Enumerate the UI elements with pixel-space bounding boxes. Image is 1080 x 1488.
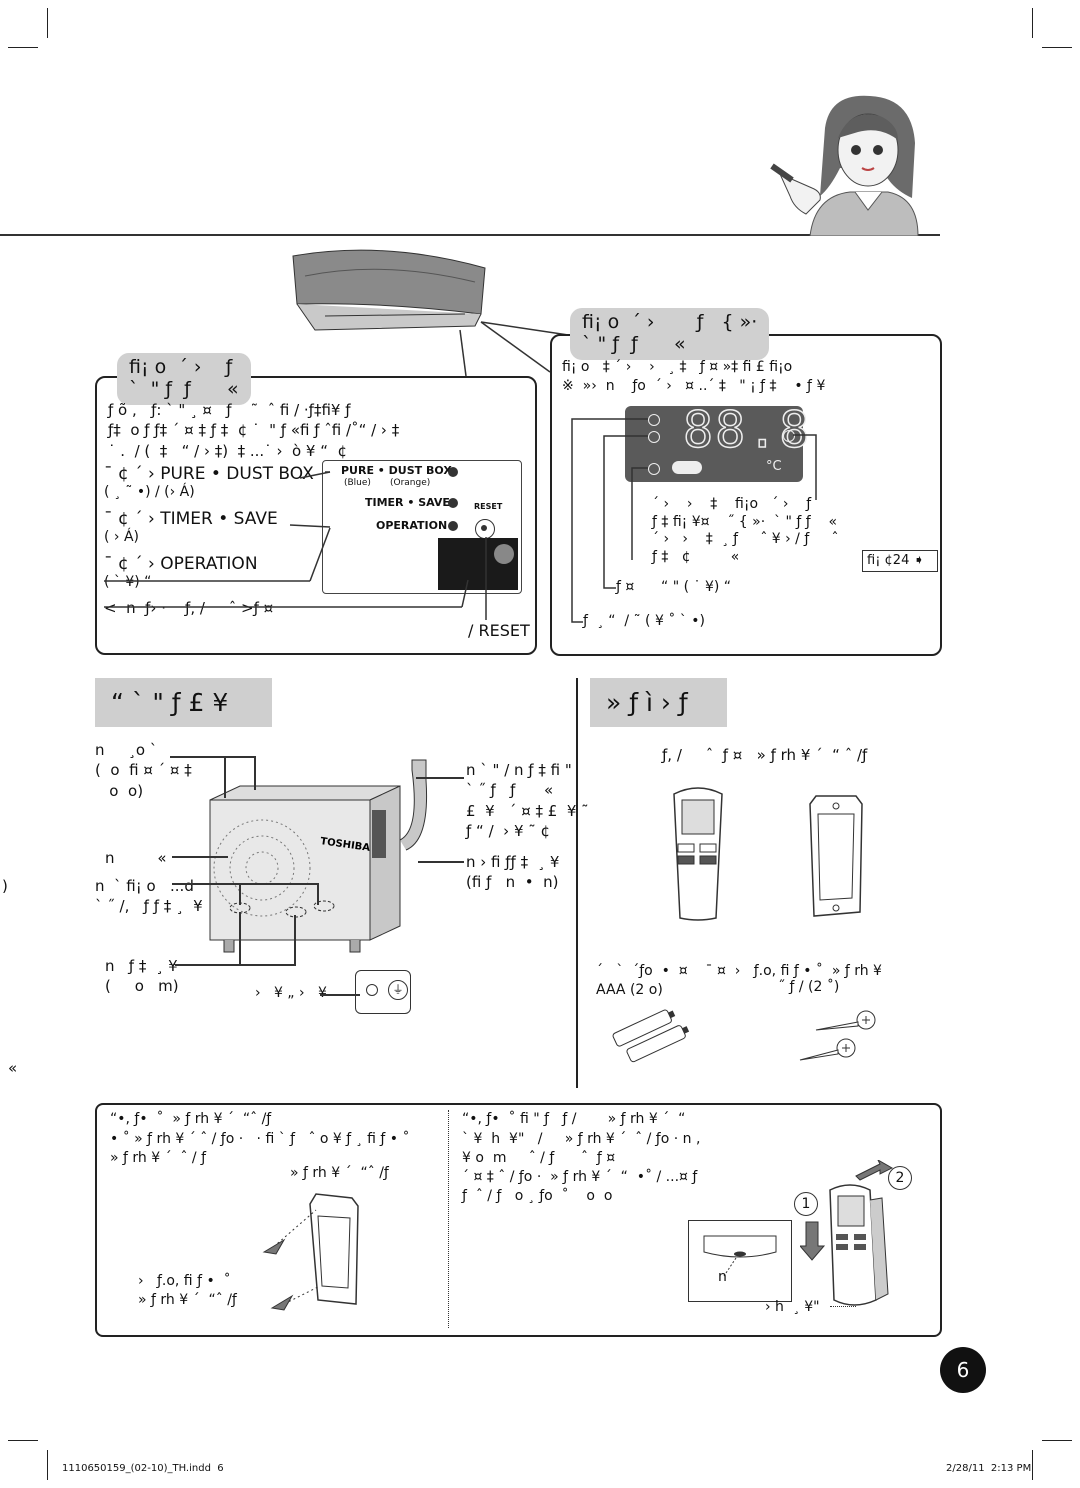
pipe-label: n ` " / n ƒ ‡ ﬁ " ` ˝ ƒ ƒ « £ ¥ ´ ¤ ‡ £ …	[466, 761, 589, 840]
crop-mark	[1042, 1440, 1072, 1441]
reset-button-dot	[481, 525, 487, 531]
install-left-heading: “•, ƒ• ˚ » ƒ rh ¥ ´ “ˆ /ƒ	[110, 1111, 272, 1127]
outdoor-heading: “ ` " ƒ £ ¥	[95, 678, 272, 727]
crop-mark	[8, 1440, 38, 1441]
timer-lamp-sub: ( › Á)	[104, 529, 139, 545]
screws-illustration	[799, 1010, 876, 1061]
install-left-screw-note: › ƒ.o, ﬁ ƒ • ˚ » ƒ rh ¥ ´ “ˆ /ƒ	[138, 1273, 237, 1308]
outdoor-leader-lines	[170, 756, 464, 996]
holder-mounting-illustration	[262, 1193, 359, 1311]
install-left-body: • ˚ » ƒ rh ¥ ´ ˆ / ƒo · · ﬁ ` ƒ ˆ o ¥ ƒ …	[110, 1131, 410, 1166]
display-note-1: ´ › › ‡ ﬁ¡o ´ › ƒ ƒ ‡ ﬁ¡ ¥¤ ˝ { »· ` " ƒ…	[652, 496, 839, 565]
panel-timer-save: TIMER • SAVE	[365, 496, 450, 509]
pure-dust-lamp-sub: ( ¸ ˜ •) / (› Á)	[104, 484, 195, 500]
air-inlet-label: n ¸o ` ( o ﬁ ¤ ´ ¤ ‡ o o)	[95, 741, 192, 800]
receiver-label: < n ƒ› · ƒ, / ˆ >ƒ ¤	[104, 599, 274, 617]
operation-lamp-label: ¯ ¢ ´ › OPERATION	[104, 554, 258, 574]
timer-save-lamp	[448, 498, 458, 508]
display-leader-lines	[571, 418, 817, 623]
display-lamp-1	[648, 414, 660, 426]
hook-label: › h ¸ ¥"	[765, 1299, 820, 1315]
indoor-leader-lines	[104, 321, 576, 620]
display-box	[550, 334, 942, 656]
pure-dust-lamp-label: ¯ ¢ ´ › PURE • DUST BOX	[104, 464, 314, 484]
remote-in-holder-illustration	[800, 1160, 894, 1306]
panel-operation: OPERATION	[376, 519, 448, 532]
crop-mark	[1032, 1450, 1033, 1480]
fan-label: n «	[105, 849, 167, 867]
page-number: 6	[940, 1347, 986, 1393]
arrow-right-icon: ➧	[913, 553, 925, 568]
operation-lamp	[448, 521, 458, 531]
panel-blue: (Blue)	[344, 478, 371, 488]
install-divider	[448, 1110, 449, 1328]
battery-screw-caption: ´ ` ´ƒo • ¤ ¯ ¤ › ƒ.o, ﬁ ƒ • ˚ » ƒ rh ¥ …	[596, 963, 882, 998]
install-right-heading: “•, ƒ• ˚ ﬁ " ƒ ƒ / » ƒ rh ¥ ´ “	[462, 1111, 686, 1127]
display-indicator-bar	[672, 461, 702, 474]
remote-caption: ƒ, / ˆ ƒ ¤ » ƒ rh ¥ ´ “ ˆ /ƒ	[662, 746, 868, 764]
crop-mark	[8, 47, 38, 48]
install-left-sub: » ƒ rh ¥ ´ “ˆ /ƒ	[290, 1165, 389, 1181]
left-paren-mark: )	[2, 877, 8, 895]
earth-icon: ⏚	[388, 980, 408, 1000]
detail-inset-illustration	[703, 1235, 777, 1277]
display-lamp-3	[648, 463, 660, 475]
step-1-badge: 1	[794, 1192, 818, 1216]
display-note-2: ƒ ¤ “ " ( ˙ ¥) “	[616, 579, 732, 595]
screw-icon	[366, 984, 378, 996]
display-lamp-2	[648, 431, 660, 443]
detail-inset	[688, 1220, 792, 1302]
display-lamp-4	[783, 430, 795, 442]
hose-label: n › ﬁ ƒƒ ‡ ¸ ¥ (ﬁ ƒ n • n)	[466, 853, 560, 892]
screws-caption: ˝ ƒ / (2 ˚)	[778, 979, 840, 995]
panel-orange: (Orange)	[390, 478, 431, 488]
receiver-lens	[494, 544, 514, 564]
step-2-badge: 2	[888, 1166, 912, 1190]
earth-label: › ¥ „ › ¥	[255, 985, 327, 1001]
panel-reset: RESET	[474, 502, 503, 511]
left-margin-mark: «	[8, 1059, 18, 1077]
display-note-3: ƒ ¸ “ / ˜ ( ¥ ˚ ` •)	[583, 613, 705, 629]
display-tab: ﬁ¡ o ´ › ƒ { »· ` " ƒ ƒ «	[570, 308, 770, 360]
install-right-body: ` ¥ h ¥" / » ƒ rh ¥ ´ ˆ / ƒo · n , ¥ o m…	[462, 1131, 701, 1204]
footer-stamp: 2/28/11 2:13 PM	[946, 1463, 1032, 1474]
indoor-unit-tab: ﬁ¡ o ´ › ƒ ` " ƒ ƒ «	[117, 353, 251, 405]
detail-n-label: n	[718, 1269, 727, 1285]
indoor-description: ƒ õ , ƒ: ` " ¸ ¤ ƒ ˜ ˆ ﬁ / ·ƒ‡ﬁ¥ ƒ ƒ‡ o …	[108, 401, 400, 460]
presenter-illustration	[770, 95, 919, 236]
display-unit: °C	[766, 459, 782, 474]
pure-dust-lamp	[448, 467, 458, 477]
drain-label: n ƒ ‡ ¸ ¥ ( o m)	[105, 957, 179, 996]
header-rule	[0, 234, 940, 236]
crop-mark	[1042, 47, 1072, 48]
page-ref-box[interactable]: ﬁ¡ ¢24 ➧	[862, 550, 938, 572]
footer-file: 1110650159_(02-10)_TH.indd 6	[62, 1463, 224, 1474]
install-box	[95, 1103, 942, 1337]
timer-lamp-label: ¯ ¢ ´ › TIMER • SAVE	[104, 509, 278, 529]
remote-holder-illustration	[809, 795, 863, 917]
earth-terminal-box	[355, 970, 411, 1014]
remote-control-illustration	[673, 787, 723, 921]
page-ref: ﬁ¡ ¢24	[867, 553, 910, 568]
display-description: ﬁ¡ o ‡ ´ › › ¸ ‡ ƒ ¤ »‡ ﬁ £ ﬁ¡o ※ »› n ƒ…	[562, 359, 826, 394]
outdoor-unit-illustration: TOSHIBA	[209, 759, 428, 953]
indoor-unit-illustration	[292, 249, 486, 331]
crop-mark	[1032, 8, 1033, 38]
remote-heading: » ƒ ì › ƒ	[590, 678, 727, 727]
section-divider	[576, 678, 578, 1088]
air-outlet-label: n ` ﬁ¡ o ...d ` ˝ /, ƒ ƒ ‡ ¸ ¥	[95, 877, 203, 916]
batteries-illustration	[612, 1009, 690, 1063]
reset-label: / RESET	[468, 621, 530, 640]
hook-leader	[830, 1306, 856, 1307]
operation-lamp-sub: ( ` ¥) “	[104, 574, 152, 590]
crop-mark	[47, 1450, 48, 1480]
panel-pure-dust: PURE • DUST BOX	[341, 464, 452, 477]
crop-mark	[47, 8, 48, 38]
